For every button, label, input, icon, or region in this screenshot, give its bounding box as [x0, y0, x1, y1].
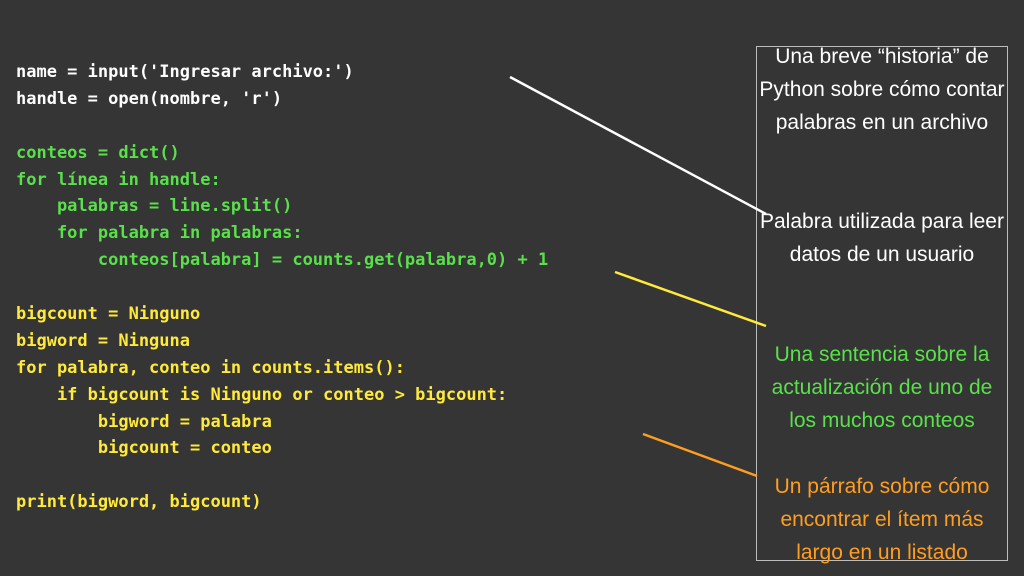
code-line: bigcount = conteo [16, 438, 272, 459]
code-listing: name = input('Ingresar archivo:') handle… [16, 59, 548, 516]
note-history: Una breve “historia” de Python sobre cóm… [759, 45, 1005, 134]
note-input-word: Palabra utilizada para leer datos de un … [760, 210, 1004, 266]
code-line: conteos = dict() [16, 142, 180, 163]
code-line: handle = open(nombre, 'r') [16, 88, 283, 109]
code-line: name = input('Ingresar archivo:') [16, 62, 354, 82]
notes-box [756, 46, 1008, 561]
code-line: for palabra, conteo in counts.items(): [16, 357, 405, 378]
callout-line-orange [642, 432, 758, 478]
code-line: print(bigword, bigcount) [16, 492, 262, 513]
callout-line-white [509, 75, 767, 216]
code-line: palabras = line.split() [16, 196, 293, 217]
code-line: bigword = palabra [16, 411, 272, 432]
code-line: for palabra in palabras: [16, 223, 303, 244]
code-line: if bigcount is Ninguno or conteo > bigco… [16, 384, 508, 405]
code-line: for línea in handle: [16, 169, 221, 190]
callout-line-yellow [614, 270, 767, 328]
note-update-statement: Una sentencia sobre la actualización de … [771, 343, 993, 432]
code-line: bigword = Ninguna [16, 330, 190, 351]
note-paragraph: Un párrafo sobre cómo encontrar el ítem … [774, 475, 990, 564]
code-line: conteos[palabra] = counts.get(palabra,0)… [16, 250, 549, 271]
code-line: bigcount = Ninguno [16, 304, 201, 325]
